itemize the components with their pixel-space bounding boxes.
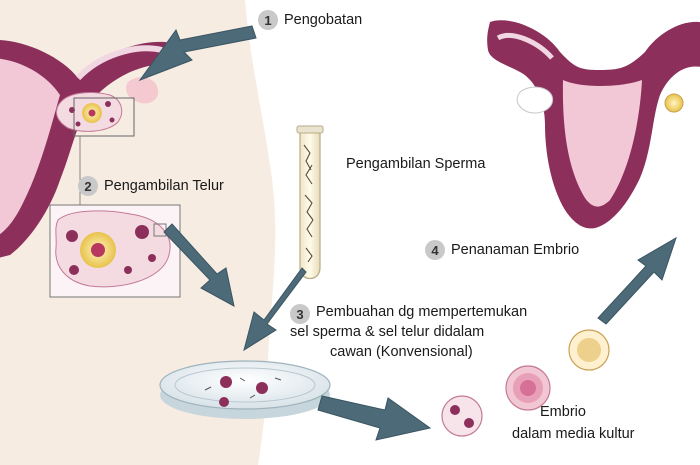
step-number-badge: 2 [78,176,98,196]
sperm-collection-label: Pengambilan Sperma [346,156,486,172]
step-4-text: Penanaman Embrio [451,242,580,258]
step-3-line: sel sperma & sel telur didalam [290,324,485,340]
arrow-sperm-to-dish [243,267,307,352]
embryo-label-line: Embrio [540,404,586,420]
embryo-culture-label: Embrio [540,402,586,422]
arrows [138,25,677,441]
step-3-text-cont: sel sperma & sel telur didalam cawan (Ko… [290,322,484,362]
petri-dish [159,360,331,419]
sperm-test-tube [296,125,324,280]
uterus-right [487,20,700,229]
step-4-label: 4 Penanaman Embrio [425,240,579,260]
step-1-text: Pengobatan [284,12,363,28]
arrow-step1 [138,25,257,82]
zoom-box-small [73,97,135,137]
embryo-label-line: dalam media kultur [512,426,635,442]
step-number-badge: 1 [258,10,278,30]
arrow-dish-to-embryo [317,395,432,441]
embryo-stages [441,329,610,437]
uterus-left [0,40,176,258]
step-3-text: Pembuahan dg mempertemukan [316,302,527,322]
arrow-embryo-to-uterus [597,236,677,325]
step-3-line: Pembuahan dg mempertemukan [316,304,528,320]
step-2-text: Pengambilan Telur [104,178,224,194]
step-2-label: 2 Pengambilan Telur [78,176,224,196]
step-number-badge: 4 [425,240,445,260]
step-3-line: cawan (Konvensional) [330,344,473,360]
step-1-label: 1 Pengobatan [258,10,362,30]
embryo-culture-label-2: dalam media kultur [512,424,635,444]
ovary-enlarged [49,204,181,298]
step-number-badge: 3 [290,304,310,324]
step-3-label: 3 [290,304,310,324]
arrow-egg-to-dish [163,223,235,307]
